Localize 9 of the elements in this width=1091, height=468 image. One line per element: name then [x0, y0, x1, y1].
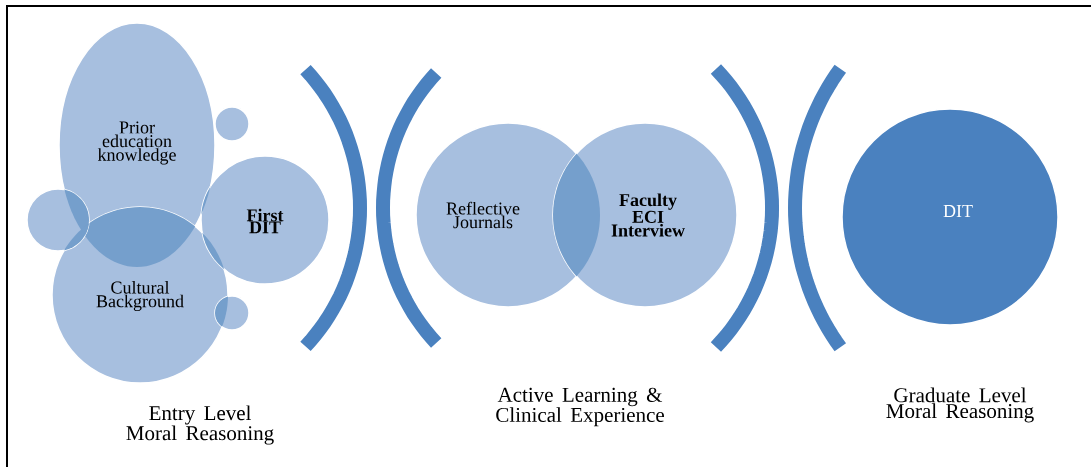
stage-caption: Entry Level Moral Reasoning	[126, 405, 274, 445]
circle-node: DIT	[841, 108, 1059, 326]
circle	[26, 188, 90, 252]
circle	[214, 295, 250, 331]
circle-node: First DIT	[200, 155, 330, 285]
stage-caption: Graduate Level Moral Reasoning	[886, 387, 1034, 423]
circle-node: Faculty ECI Interview	[552, 122, 738, 308]
circle	[214, 106, 250, 142]
stage-caption: Active Learning & Clinical Experience	[496, 387, 664, 427]
